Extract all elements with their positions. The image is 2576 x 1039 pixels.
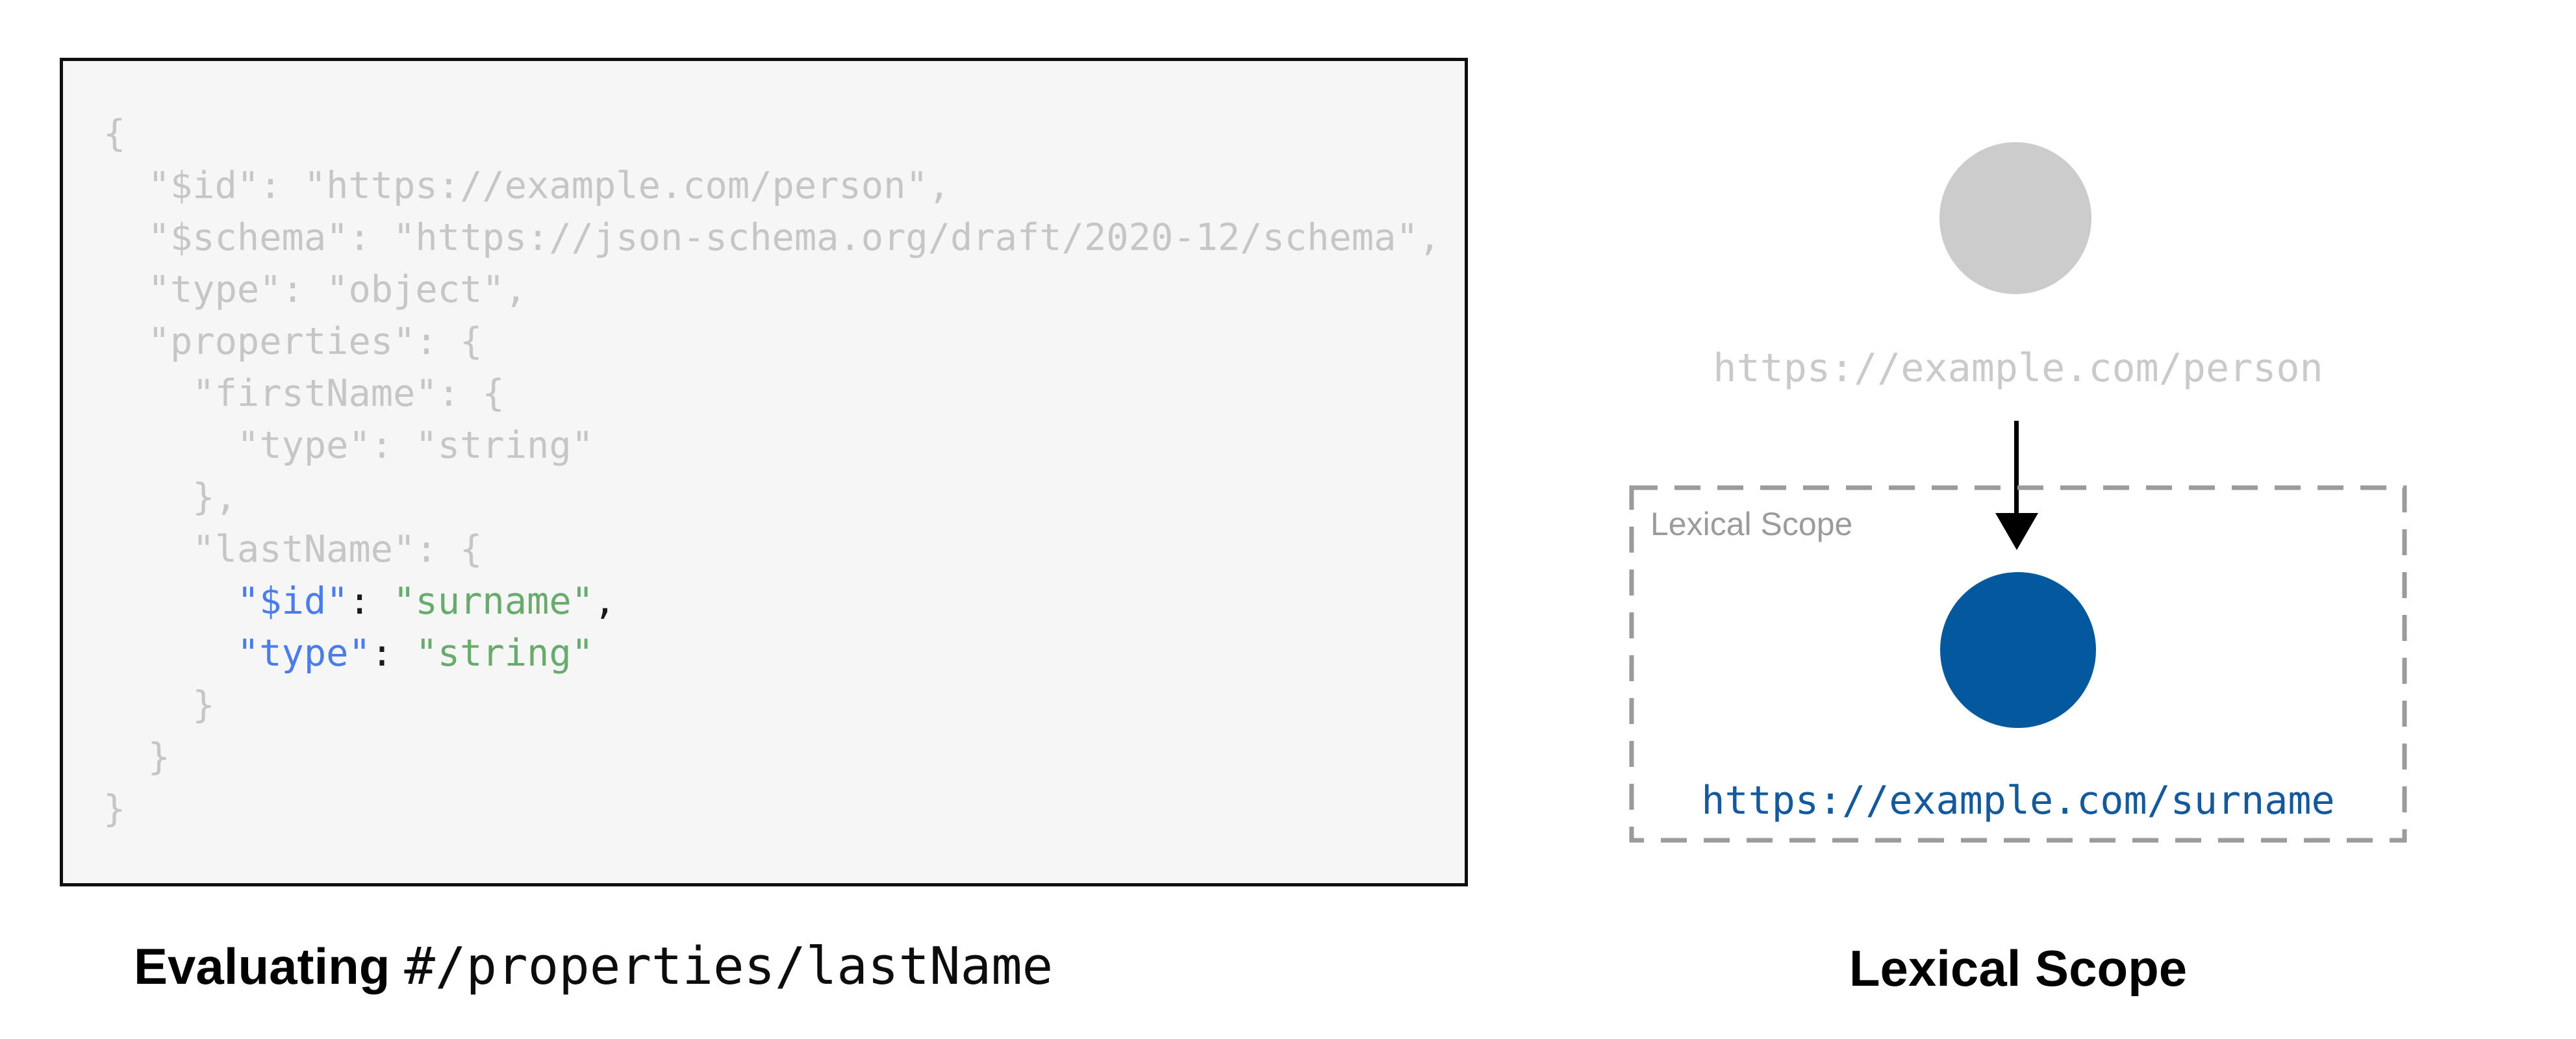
right-caption: Lexical Scope	[1849, 940, 2188, 997]
code-line: "firstName": {	[103, 372, 505, 415]
code-line: },	[103, 476, 237, 519]
parent-schema-circle	[1939, 142, 2091, 294]
code-separator: :	[370, 632, 416, 675]
down-arrow-shaft	[2014, 421, 2019, 515]
code-key: "$id"	[236, 580, 349, 623]
code-line: "type": "object",	[103, 268, 527, 311]
lexical-scope-dashed-box	[1629, 485, 2407, 843]
left-caption-evaluating: Evaluating	[134, 938, 390, 995]
code-indent	[103, 632, 237, 675]
code-line: "$id": "https://example.com/person",	[103, 164, 951, 207]
code-separator: :	[348, 580, 394, 623]
code-indent	[103, 580, 237, 623]
code-value: "surname"	[393, 580, 594, 623]
child-schema-circle	[1940, 572, 2096, 728]
left-caption-json-pointer: #/properties/lastName	[404, 936, 1054, 996]
lexical-scope-box-label: Lexical Scope	[1650, 506, 1853, 542]
code-line-highlighted-id: "$id": "surname",	[103, 575, 1441, 627]
code-line: }	[103, 736, 170, 779]
code-line: "$schema": "https://json-schema.org/draf…	[103, 216, 1441, 259]
code-line: "type": "string"	[103, 424, 594, 467]
code-line-highlighted-type: "type": "string"	[103, 627, 1441, 679]
left-caption: Evaluating#/properties/lastName	[134, 936, 1053, 996]
code-value: "string"	[415, 632, 594, 675]
json-schema-code-panel: { "$id": "https://example.com/person", "…	[60, 58, 1468, 886]
down-arrow-head-icon	[1995, 513, 2038, 550]
code-line: "properties": {	[103, 320, 483, 363]
code-line: }	[103, 684, 215, 727]
code-line: "lastName": {	[103, 528, 483, 571]
code-comma: ,	[594, 580, 616, 623]
parent-schema-uri-label: https://example.com/person	[1713, 345, 2323, 391]
code-key: "type"	[236, 632, 371, 675]
code-line: {	[103, 112, 126, 155]
json-schema-code: { "$id": "https://example.com/person", "…	[103, 108, 1441, 835]
code-line: }	[103, 788, 126, 831]
child-schema-uri-label: https://example.com/surname	[1701, 778, 2335, 823]
